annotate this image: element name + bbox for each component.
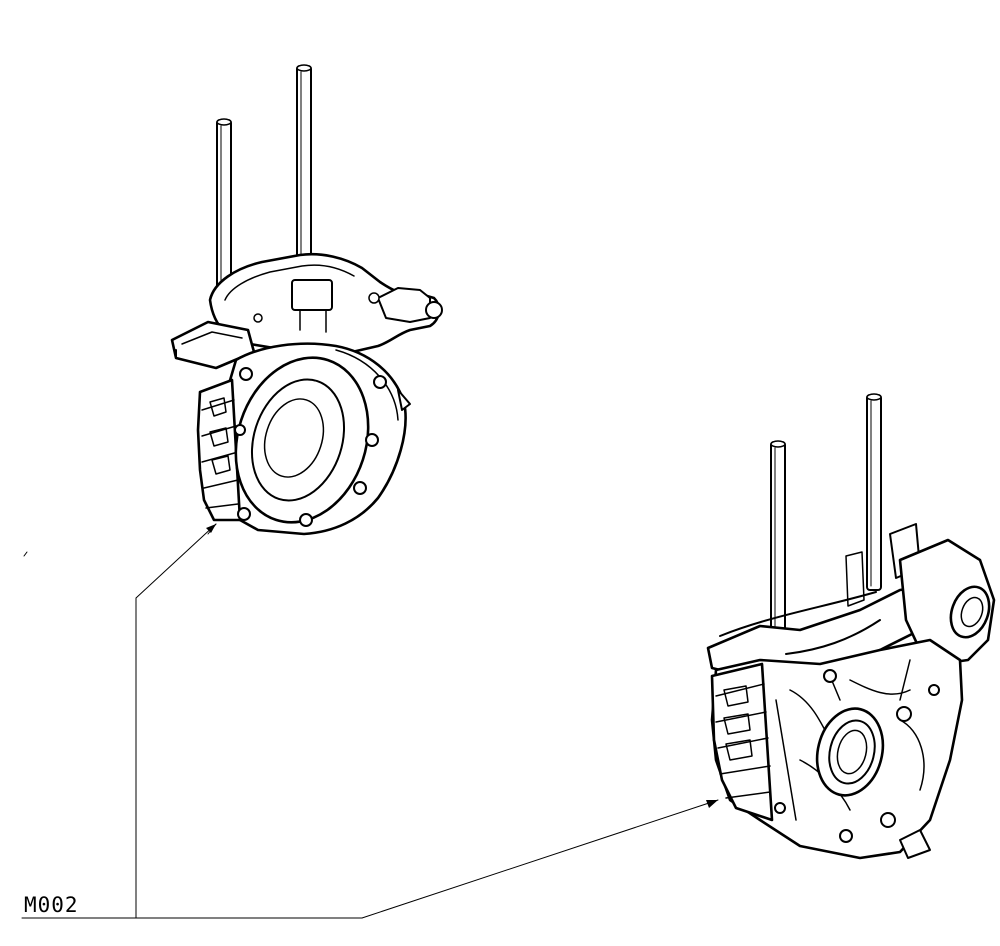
callout-leader <box>21 523 719 919</box>
stud-bolt-icon <box>296 64 312 267</box>
stud-bolt-icon <box>866 393 882 591</box>
housing-half-left-icon <box>170 64 443 536</box>
stud-bolt-icon <box>770 440 786 643</box>
stray-mark <box>23 551 28 557</box>
stud-bolt-icon <box>216 118 232 326</box>
housing-half-right-icon <box>706 393 996 860</box>
callout-label: M002 <box>24 893 79 917</box>
